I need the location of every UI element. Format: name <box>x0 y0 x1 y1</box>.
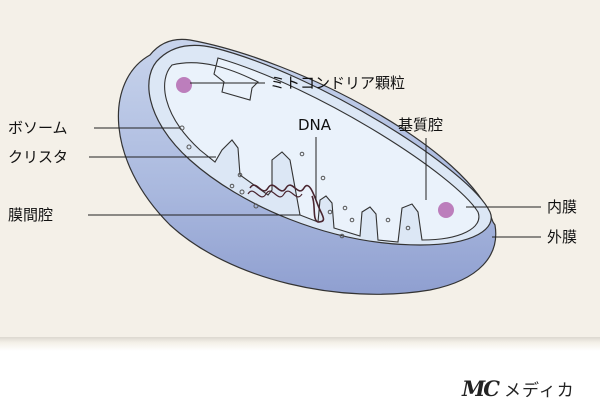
canvas-shadow <box>0 337 600 351</box>
logo-mark: MC <box>462 375 500 401</box>
inner-membrane-label: 内膜 <box>547 198 578 216</box>
outer-membrane-label: 外膜 <box>547 228 578 246</box>
dna-strand-2 <box>247 190 303 198</box>
granule-label: ミトコンドリア顆粒 <box>270 74 406 92</box>
ribosome-label: ボソーム <box>8 119 68 137</box>
crista-label: クリスタ <box>8 148 69 166</box>
dna-label: DNA <box>298 116 332 134</box>
intermembrane-label: 膜間腔 <box>8 206 54 224</box>
matrix-label: 基質腔 <box>398 116 444 134</box>
publisher-logo: MC メディカ <box>462 375 575 401</box>
mitochondrion-diagram <box>88 38 541 295</box>
granule-left <box>176 77 192 93</box>
leader-lines <box>88 82 541 238</box>
logo-name: メディカ <box>503 380 575 401</box>
matrix <box>164 57 480 243</box>
granule-right <box>438 202 454 218</box>
dna-strand <box>249 184 325 223</box>
